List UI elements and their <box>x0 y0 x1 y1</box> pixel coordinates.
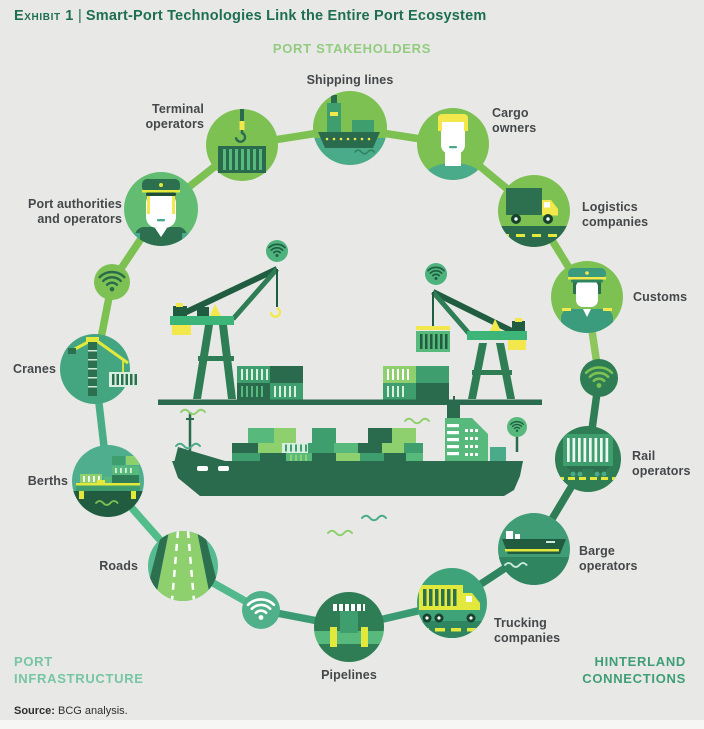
node-label-trucking-companies: Trucking companies <box>494 616 561 645</box>
container-truck-icon <box>417 585 487 638</box>
node-trucking-companies <box>417 568 487 638</box>
container-ship-icon <box>172 396 527 496</box>
region-label-hinterland-connections: HINTERLAND CONNECTIONS <box>582 654 686 687</box>
container-stack-left <box>237 366 303 400</box>
quay-crane-right <box>416 289 527 399</box>
node-customs <box>551 261 623 333</box>
node-label-port-authorities: Port authorities and operators <box>28 197 122 226</box>
node-barge-operators <box>498 513 570 585</box>
region-label-port-stakeholders: PORT STAKEHOLDERS <box>272 41 432 56</box>
node-label-pipelines: Pipelines <box>321 668 377 682</box>
node-wifi-right <box>580 359 618 397</box>
barge-icon <box>498 531 570 585</box>
deck-containers <box>232 428 423 463</box>
hanging-container <box>416 331 450 352</box>
quay-crane-left <box>170 266 282 399</box>
road-icon <box>148 531 218 601</box>
exhibit-number: Exhibit 1 <box>14 8 74 24</box>
source-label: Source: <box>14 705 55 717</box>
node-wifi-left <box>94 264 130 300</box>
region-label-port-infrastructure: PORT INFRASTRUCTURE <box>14 654 144 687</box>
node-label-barge-operators: Barge operators <box>579 544 638 573</box>
node-roads <box>148 531 218 601</box>
node-pipelines <box>314 592 384 662</box>
rail-wagon-icon <box>557 434 619 480</box>
wifi-icon <box>425 263 447 285</box>
node-label-cargo-owners: Cargo owners <box>492 106 537 135</box>
smart-port-center-scene <box>158 240 542 537</box>
node-cargo-owners <box>417 108 489 180</box>
node-label-shipping-lines: Shipping lines <box>306 73 394 87</box>
node-label-rail-operators: Rail operators <box>632 449 691 478</box>
exhibit-title-text: Smart-Port Technologies Link the Entire … <box>85 8 487 24</box>
node-port-authorities <box>124 172 198 246</box>
tower-crane-icon <box>68 337 137 396</box>
person-icon <box>422 114 484 180</box>
node-rail-operators <box>555 426 621 492</box>
title-separator: | <box>77 8 82 24</box>
pipeline-valve-icon <box>314 604 384 647</box>
node-label-berths: Berths <box>27 474 68 488</box>
quay-line <box>158 399 542 405</box>
node-label-terminal-operators: Terminal operators <box>145 102 204 131</box>
node-label-cranes: Cranes <box>13 362 56 376</box>
source-text: BCG analysis. <box>58 705 128 717</box>
source-note: Source: BCG analysis. <box>14 705 128 717</box>
node-label-roads: Roads <box>99 559 138 573</box>
node-cranes <box>60 334 137 404</box>
customs-officer-icon <box>561 268 613 333</box>
node-shipping-lines <box>313 91 387 165</box>
container-hook-icon <box>218 109 266 173</box>
bottom-strip <box>0 720 704 729</box>
node-label-customs: Customs <box>633 290 688 304</box>
node-label-logistics-companies: Logistics companies <box>582 200 649 229</box>
container-stack-right <box>383 366 449 400</box>
wifi-icon <box>266 240 288 262</box>
exhibit-title: Exhibit 1|Smart-Port Technologies Link t… <box>14 8 486 24</box>
node-wifi-bottom <box>242 591 280 629</box>
node-terminal-operators <box>206 109 278 181</box>
cargo-ship-icon <box>313 91 387 165</box>
node-logistics-companies <box>498 175 570 247</box>
port-officer-icon <box>128 179 194 246</box>
